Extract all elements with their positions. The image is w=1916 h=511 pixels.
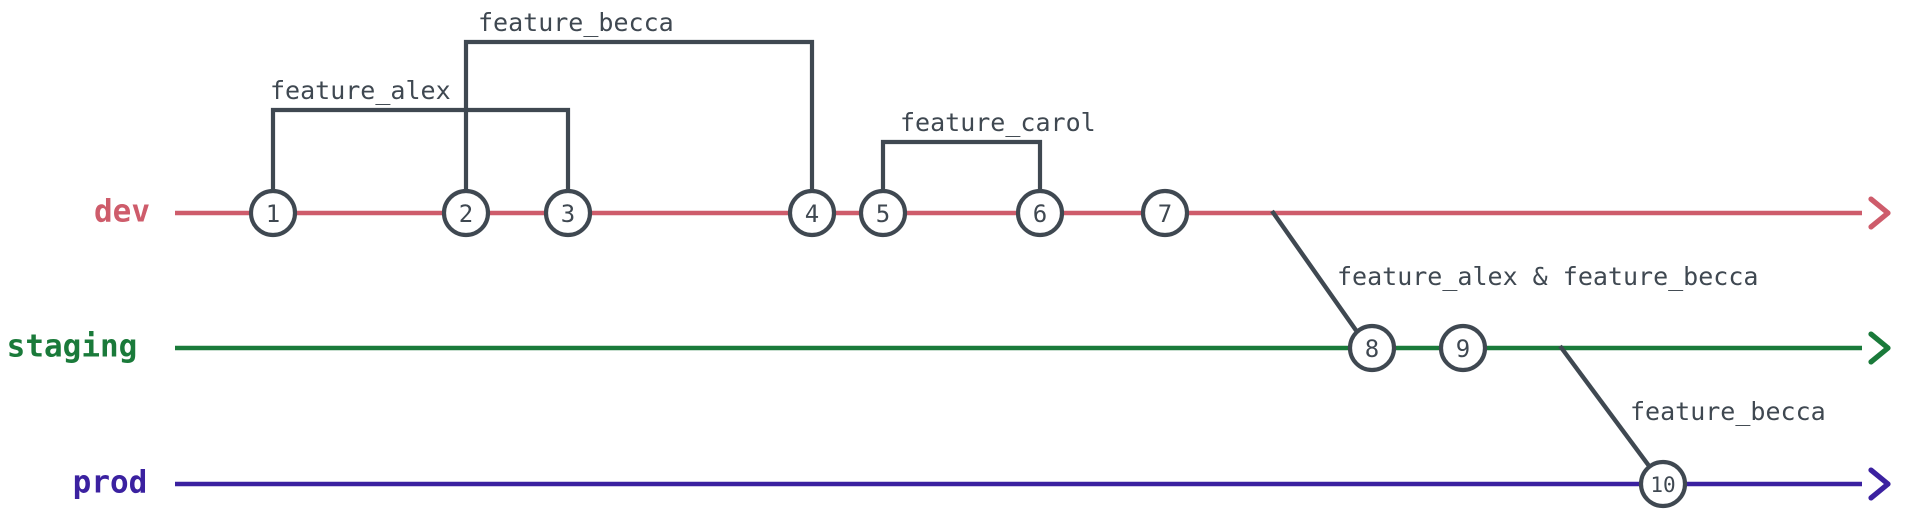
feature-label-feature_carol: feature_carol: [900, 108, 1096, 137]
commit-node-label-3: 3: [561, 200, 575, 228]
commit-node-3[interactable]: 3: [543, 188, 593, 238]
commit-node-circle-5: [858, 188, 908, 238]
commit-node-10[interactable]: 10: [1638, 459, 1688, 509]
commit-node-4[interactable]: 4: [787, 188, 837, 238]
feature-label-feature_becca: feature_becca: [478, 8, 674, 37]
commit-node-circle-1: [248, 188, 298, 238]
text-labels-group: devstagingprodfeature_alexfeature_beccaf…: [7, 8, 1826, 501]
commit-node-circle-3: [543, 188, 593, 238]
commit-node-circle-8: [1347, 323, 1397, 373]
feature-bracket-feature_alex: [270, 107, 571, 191]
branch-label-prod: prod: [73, 465, 148, 501]
commit-node-9[interactable]: 9: [1438, 323, 1488, 373]
merge-line-dev-to-staging: [1270, 209, 1362, 338]
commit-node-label-8: 8: [1365, 335, 1379, 363]
commit-node-label-9: 9: [1456, 335, 1470, 363]
feature-brackets-group: [270, 39, 1043, 191]
commit-node-circle-4: [787, 188, 837, 238]
commit-node-label-1: 1: [266, 200, 280, 228]
merge-label-staging-to-prod: feature_becca: [1630, 397, 1826, 426]
commit-node-1[interactable]: 1: [248, 188, 298, 238]
commit-node-circle-6: [1015, 188, 1065, 238]
commit-node-2[interactable]: 2: [441, 188, 491, 238]
commit-nodes-group: 1 2 3 4 5 6 7 8 9 10: [248, 188, 1688, 509]
merge-line-staging-to-prod: [1558, 344, 1654, 472]
commit-node-label-6: 6: [1033, 200, 1047, 228]
commit-node-7[interactable]: 7: [1140, 188, 1190, 238]
commit-node-5[interactable]: 5: [858, 188, 908, 238]
commit-node-6[interactable]: 6: [1015, 188, 1065, 238]
commit-node-label-5: 5: [876, 200, 890, 228]
merge-label-dev-to-staging: feature_alex & feature_becca: [1337, 262, 1758, 291]
arrow-head-staging-icon: [1868, 331, 1891, 365]
commit-node-label-2: 2: [459, 200, 473, 228]
commit-node-circle-2: [441, 188, 491, 238]
commit-node-circle-9: [1438, 323, 1488, 373]
commit-node-label-7: 7: [1158, 200, 1172, 228]
feature-bracket-feature_carol: [880, 139, 1043, 191]
branch-label-staging: staging: [7, 329, 138, 365]
branch-label-dev: dev: [94, 194, 150, 230]
commit-node-label-4: 4: [805, 200, 819, 228]
branch-lines-group: [175, 196, 1891, 501]
arrow-head-prod-icon: [1868, 467, 1891, 501]
commit-node-circle-10: [1638, 459, 1688, 509]
feature-bracket-feature_becca: [463, 39, 815, 191]
merge-lines-group: [1270, 209, 1654, 472]
arrow-head-dev-icon: [1868, 196, 1891, 230]
commit-node-circle-7: [1140, 188, 1190, 238]
commit-node-label-10: 10: [1650, 473, 1675, 497]
commit-node-8[interactable]: 8: [1347, 323, 1397, 373]
feature-label-feature_alex: feature_alex: [270, 76, 451, 105]
